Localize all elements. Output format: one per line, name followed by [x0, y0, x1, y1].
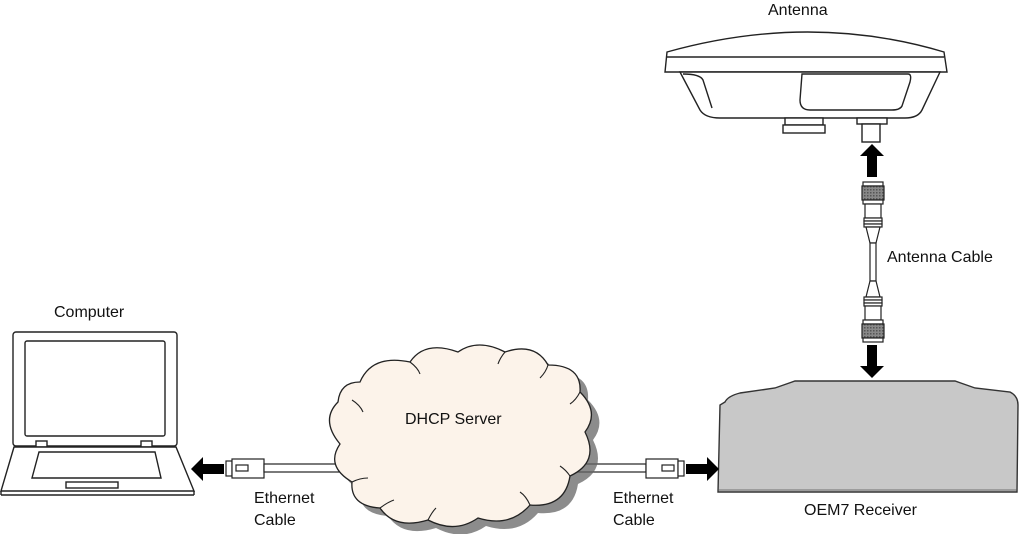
- receiver-device: [717, 380, 1019, 493]
- antenna-label: Antenna: [768, 2, 828, 19]
- antenna-device: [664, 31, 948, 143]
- antenna-cable-label: Antenna Cable: [887, 249, 993, 266]
- dhcp-server-label: DHCP Server: [405, 411, 502, 428]
- ethernet-cable-left: [225, 458, 345, 479]
- ethernet-cable-right-label-line2: Cable: [613, 512, 655, 529]
- receiver-label: OEM7 Receiver: [804, 502, 917, 519]
- arrow-right-icon: [686, 457, 719, 481]
- antenna-cable: [861, 181, 885, 343]
- arrow-up-icon: [860, 144, 884, 177]
- ethernet-cable-left-label-line1: Ethernet: [254, 490, 315, 507]
- arrow-left-icon: [191, 457, 224, 481]
- dhcp-server-cloud: [328, 344, 600, 534]
- computer-label: Computer: [54, 304, 125, 321]
- ethernet-cable-left-label-line2: Cable: [254, 512, 296, 529]
- ethernet-cable-right: [569, 458, 685, 479]
- computer-device: [0, 331, 196, 496]
- ethernet-cable-right-label-line1: Ethernet: [613, 490, 674, 507]
- arrow-down-icon: [860, 345, 884, 378]
